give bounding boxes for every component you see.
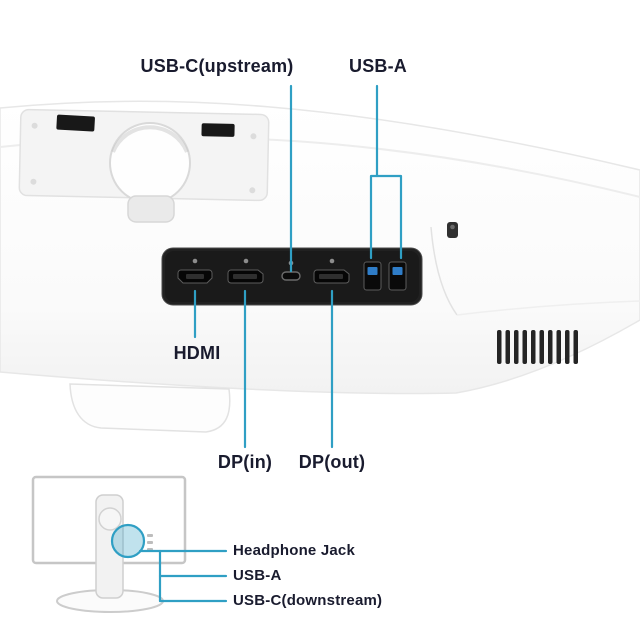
usb-c-upstream-label: USB-C(upstream)	[140, 56, 294, 76]
dp-in-label: DP(in)	[217, 452, 273, 472]
usb-c-port-icon	[281, 271, 301, 281]
dp-in-port-icon	[227, 269, 264, 284]
usb-a-callout-bracket	[369, 174, 403, 260]
vesa-slot-right	[201, 123, 235, 137]
vesa-slot-left	[56, 114, 95, 132]
vesa-circle-mount	[109, 122, 191, 204]
hdmi-port-icon	[177, 269, 213, 284]
headphone-jack-label: Headphone Jack	[233, 542, 356, 559]
stand-base	[69, 383, 231, 433]
side-ports-highlight-circle	[110, 523, 146, 559]
usb-c-downstream-label: USB-C(downstream)	[233, 592, 383, 609]
kensington-lock-icon	[447, 222, 458, 238]
stand-mount-tab	[127, 195, 175, 223]
monitor-rear-view	[31, 475, 187, 613]
speaker-grille	[497, 330, 578, 364]
hdmi-label: HDMI	[173, 343, 221, 363]
callout-lines	[138, 84, 403, 603]
usb-a-port-2-icon	[388, 261, 407, 291]
dp-out-port-icon	[313, 269, 350, 284]
usb-a-port-1-icon	[363, 261, 382, 291]
port-recess	[161, 247, 423, 306]
usb-a-label: USB-A	[349, 56, 407, 76]
dp-out-label: DP(out)	[298, 452, 366, 472]
usb-a-side-label: USB-A	[233, 567, 282, 584]
stand-hinge	[98, 507, 122, 531]
